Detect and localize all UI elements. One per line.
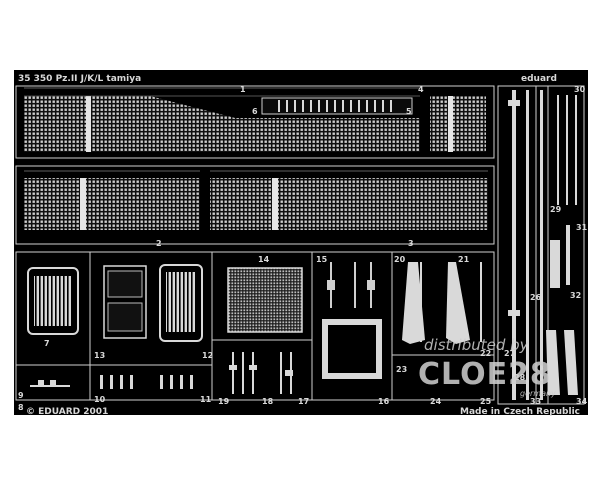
svg-text:9: 9 [18, 391, 24, 400]
svg-text:32: 32 [570, 291, 581, 300]
sprue-frame [15, 85, 585, 405]
svg-text:31: 31 [576, 223, 588, 232]
part-2-mesh-panel [24, 170, 200, 230]
svg-text:13: 13 [94, 351, 105, 360]
svg-text:27: 27 [504, 349, 515, 358]
rod-parts-right [508, 90, 578, 400]
part-14-mesh-screen [227, 267, 303, 333]
svg-text:10: 10 [94, 395, 106, 404]
small-parts-bottom [30, 352, 293, 394]
fret-title: 35 350 Pz.II J/K/L tamiya [18, 74, 141, 84]
part-16-square-frame [322, 319, 382, 379]
svg-text:34: 34 [576, 397, 588, 406]
svg-text:33: 33 [530, 397, 541, 406]
svg-text:18: 18 [262, 397, 274, 406]
part-6-perforated-strip [261, 97, 413, 115]
svg-text:30: 30 [574, 85, 586, 94]
part-20-21-mounting-arms [402, 262, 482, 344]
svg-text:4: 4 [418, 85, 424, 94]
svg-text:germany: germany [520, 389, 556, 398]
svg-text:3: 3 [408, 239, 414, 248]
svg-text:20: 20 [394, 255, 406, 264]
svg-text:6: 6 [252, 107, 258, 116]
svg-text:28: 28 [514, 373, 526, 382]
svg-text:29: 29 [550, 205, 562, 214]
svg-text:24: 24 [430, 397, 442, 406]
part-4-mesh-panel [430, 96, 486, 152]
svg-text:21: 21 [458, 255, 470, 264]
part-15-brackets [327, 262, 375, 308]
svg-text:19: 19 [218, 397, 230, 406]
distributor-watermark: distributed by CLOE28 germany [418, 336, 556, 398]
part-7-grille [27, 267, 79, 335]
svg-text:26: 26 [530, 293, 542, 302]
svg-text:14: 14 [258, 255, 270, 264]
svg-text:7: 7 [44, 339, 50, 348]
svg-text:12: 12 [202, 351, 213, 360]
part-12-grille [159, 264, 203, 342]
svg-text:17: 17 [298, 397, 309, 406]
svg-text:5: 5 [406, 107, 412, 116]
svg-text:22: 22 [480, 349, 491, 358]
svg-text:23: 23 [396, 365, 407, 374]
svg-text:8: 8 [18, 403, 24, 412]
origin-label: Made in Czech Republic [460, 407, 580, 417]
svg-text:CLOE28: CLOE28 [418, 357, 552, 392]
svg-text:16: 16 [378, 397, 390, 406]
svg-text:15: 15 [316, 255, 328, 264]
svg-text:25: 25 [480, 397, 492, 406]
part-number-labels: 1 2 3 4 5 6 7 8 9 10 11 12 13 14 15 16 1… [18, 85, 588, 412]
svg-text:distributed by: distributed by [424, 336, 530, 354]
part-3-mesh-panel [210, 170, 488, 230]
copyright-label: © EDUARD 2001 [26, 407, 108, 417]
brand-label: eduard [521, 74, 557, 84]
svg-text:1: 1 [240, 85, 246, 94]
part-1-mesh-panel [24, 87, 420, 152]
part-13-hatch-plate [103, 265, 147, 339]
svg-text:2: 2 [156, 239, 162, 248]
svg-text:11: 11 [200, 395, 212, 404]
